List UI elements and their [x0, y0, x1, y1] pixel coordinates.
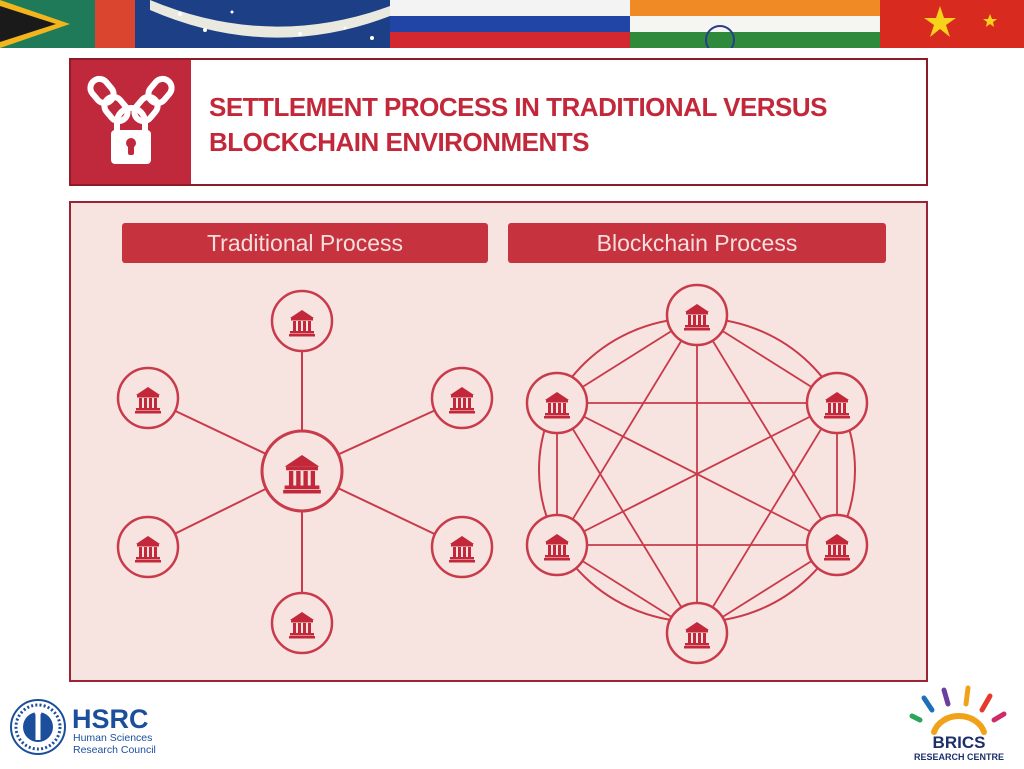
traditional-node-bottom	[270, 591, 334, 655]
brics-rays-icon	[909, 685, 1007, 735]
title-icon-box	[71, 60, 191, 184]
traditional-node-upper-left	[116, 366, 180, 430]
blockchain-header-label: Blockchain Process	[597, 230, 798, 256]
blockchain-node-upper-left	[525, 371, 589, 435]
traditional-node-top	[270, 289, 334, 353]
chain-lock-icon	[87, 75, 175, 164]
blockchain-node-bottom	[665, 601, 729, 665]
blockchain-node-top	[665, 283, 729, 347]
slide-title: SETTLEMENT PROCESS IN TRADITIONAL VERSUS…	[209, 90, 909, 160]
traditional-header-label: Traditional Process	[207, 230, 403, 256]
blockchain-header-bar	[508, 223, 886, 263]
flags-banner-image	[0, 0, 1024, 48]
slide-title-line-1: SETTLEMENT PROCESS IN TRADITIONAL VERSUS	[209, 92, 828, 122]
hsrc-line-1: Human Sciences	[73, 732, 152, 744]
hsrc-abbrev: HSRC	[72, 704, 149, 734]
blockchain-mesh	[556, 314, 838, 634]
brics-logo-graphic: BRICS RESEARCH CENTRE	[909, 685, 1007, 762]
traditional-central-node	[260, 429, 344, 513]
blockchain-node-upper-right	[805, 371, 869, 435]
traditional-header-bar	[122, 223, 488, 263]
hsrc-logo-graphic: HSRC Human Sciences Research Council	[10, 699, 156, 756]
hsrc-logo: HSRC Human Sciences Research Council	[8, 694, 178, 760]
diagram-panel: Traditional Process Blockchain Process	[69, 201, 928, 682]
brics-logo: BRICS RESEARCH CENTRE	[904, 684, 1018, 764]
title-panel: SETTLEMENT PROCESS IN TRADITIONAL VERSUS…	[69, 58, 928, 186]
brics-abbrev: BRICS	[933, 733, 986, 752]
hsrc-line-2: Research Council	[73, 744, 156, 756]
traditional-node-upper-right	[430, 366, 494, 430]
traditional-node-lower-right	[430, 515, 494, 579]
diagram-canvas: Traditional Process Blockchain Process	[116, 223, 886, 665]
traditional-node-lower-left	[116, 515, 180, 579]
slide-title-line-2: BLOCKCHAIN ENVIRONMENTS	[209, 127, 589, 157]
hsrc-emblem-icon	[10, 699, 66, 755]
blockchain-node-lower-right	[805, 513, 869, 577]
flags-banner	[0, 0, 1024, 48]
blockchain-node-lower-left	[525, 513, 589, 577]
brics-subtitle: RESEARCH CENTRE	[914, 752, 1004, 762]
